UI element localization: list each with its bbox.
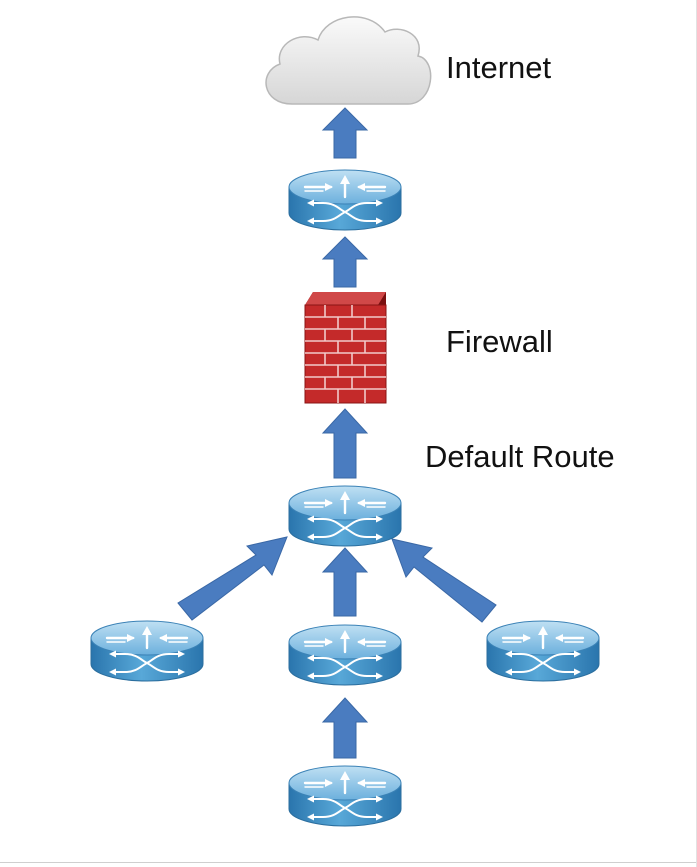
default-route-label: Default Route — [425, 439, 615, 474]
edge-router-icon — [287, 168, 403, 232]
firewall-label: Firewall — [446, 324, 553, 359]
right-router-icon — [485, 619, 601, 683]
arrow-right-to-core-icon — [391, 538, 497, 623]
arrow-to-firewall-icon — [321, 408, 369, 479]
cloud-icon — [265, 16, 432, 105]
arrow-center-to-core-icon — [321, 547, 369, 617]
left-router-icon — [89, 619, 205, 683]
arrow-to-edge-router-icon — [321, 236, 369, 288]
arrow-left-to-core-icon — [177, 536, 288, 621]
core-router-icon — [287, 484, 403, 548]
center-router-icon — [287, 623, 403, 687]
bottom-router-icon — [287, 764, 403, 828]
arrow-bottom-to-center-icon — [321, 697, 369, 759]
arrow-to-internet-icon — [321, 107, 369, 159]
firewall-brick-icon — [304, 292, 387, 404]
internet-label: Internet — [446, 50, 552, 85]
